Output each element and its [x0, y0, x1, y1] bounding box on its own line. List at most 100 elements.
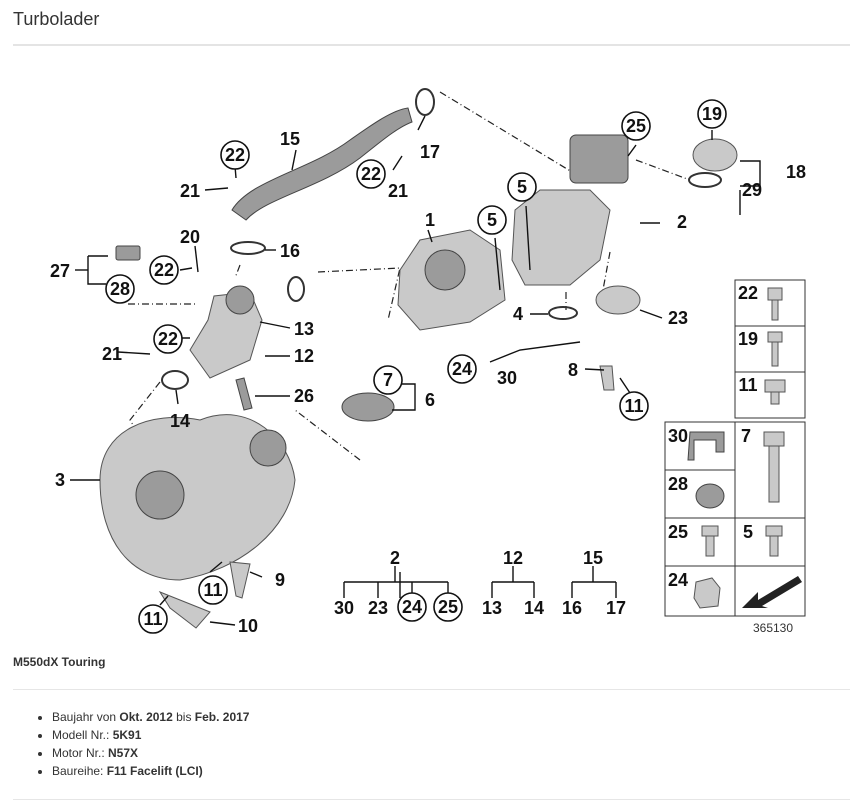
- label-22: 22: [158, 329, 178, 349]
- label-29: 29: [742, 180, 762, 200]
- label-15: 15: [280, 129, 300, 149]
- hex-nut: [693, 577, 721, 609]
- page-title: Turbolader: [13, 9, 100, 29]
- group-child-label: 25: [438, 597, 458, 617]
- screw-shank: [771, 341, 779, 367]
- hardware-label: 7: [741, 426, 751, 446]
- group-child-label: 30: [334, 598, 354, 618]
- hardware-label: 28: [668, 474, 688, 494]
- bracket: [158, 590, 211, 629]
- screw-head: [701, 525, 719, 537]
- label-18: 18: [786, 162, 806, 182]
- label-23: 23: [668, 308, 688, 328]
- label-30: 30: [497, 368, 517, 388]
- label-circle: [433, 592, 463, 622]
- label-22: 22: [361, 164, 381, 184]
- hardware-label: 19: [738, 329, 758, 349]
- label-circle: [619, 391, 649, 421]
- label-12: 12: [294, 346, 314, 366]
- bracket: [599, 365, 615, 391]
- label-24: 24: [452, 359, 472, 379]
- label-8: 8: [568, 360, 578, 380]
- label-10: 10: [238, 616, 258, 636]
- label-16: 16: [280, 241, 300, 261]
- bracket-part: [687, 431, 725, 461]
- sealing-ring: [287, 276, 305, 302]
- caption-divider: [13, 689, 850, 690]
- label-13: 13: [294, 319, 314, 339]
- label-21: 21: [388, 181, 408, 201]
- bolt-shank: [768, 445, 780, 503]
- label-1: 1: [425, 210, 435, 230]
- label-5: 5: [487, 210, 497, 230]
- bolt-head: [763, 431, 785, 447]
- group-child-label: 13: [482, 598, 502, 618]
- screw-head: [767, 287, 783, 301]
- hardware-label: 25: [668, 522, 688, 542]
- label-21: 21: [102, 344, 122, 364]
- sealing-ring: [161, 370, 189, 390]
- electric-actuator: [569, 134, 629, 184]
- recirculation-valve: [692, 138, 738, 172]
- plug-connector: [115, 245, 141, 261]
- label-14: 14: [170, 411, 190, 431]
- vacuum-line: [489, 341, 581, 363]
- label-circle: [356, 159, 386, 189]
- group-parent-label: 2: [390, 548, 400, 568]
- pressure-sensor: [235, 377, 253, 411]
- label-circle: [149, 255, 179, 285]
- label-circle: [138, 604, 168, 634]
- label-circle: [697, 99, 727, 129]
- label-circle: [153, 324, 183, 354]
- sealing-ring: [688, 172, 722, 188]
- hardware-label: 30: [668, 426, 688, 446]
- screw-shank: [769, 535, 779, 557]
- turbine-housing: [424, 249, 466, 291]
- hardware-label: 5: [743, 522, 753, 542]
- spec-engine-number: Motor Nr.: N57X: [52, 744, 249, 762]
- connection-line: [317, 267, 401, 321]
- bracket: [229, 561, 251, 599]
- vacuum-unit: [595, 285, 641, 315]
- group-child-label: 23: [368, 598, 388, 618]
- label-circle: [507, 172, 537, 202]
- bolt-shank: [770, 391, 780, 405]
- label-19: 19: [702, 104, 722, 124]
- label-circle: [397, 592, 427, 622]
- label-9: 9: [275, 570, 285, 590]
- label-3: 3: [55, 470, 65, 490]
- sealing-ring: [415, 88, 435, 116]
- label-7: 7: [383, 370, 393, 390]
- parts-diagram: 15 22 21 22 21 17 16 1 5 5 25 2 19 18 29…: [50, 88, 806, 636]
- sealing-ring: [230, 241, 266, 255]
- v-band-clamp: [341, 392, 395, 422]
- label-11: 11: [203, 580, 222, 600]
- label-21: 21: [180, 181, 200, 201]
- group-child-label: 24: [402, 597, 422, 617]
- label-20: 20: [180, 227, 200, 247]
- label-5: 5: [517, 177, 527, 197]
- label-11: 11: [143, 609, 162, 629]
- label-17: 17: [420, 142, 440, 162]
- group-child-label: 14: [524, 598, 544, 618]
- label-circle: [621, 111, 651, 141]
- grommet: [695, 483, 725, 509]
- group-child-label: 17: [606, 598, 626, 618]
- bottom-divider: [13, 799, 850, 800]
- group-child-label: 16: [562, 598, 582, 618]
- screw-head: [767, 331, 783, 343]
- label-25: 25: [626, 116, 646, 136]
- label-22: 22: [154, 260, 174, 280]
- compressor-inlet: [135, 470, 185, 520]
- group-parent-label: 15: [583, 548, 603, 568]
- spec-model-number: Modell Nr.: 5K91: [52, 726, 249, 744]
- label-6: 6: [425, 390, 435, 410]
- hardware-label: 24: [668, 570, 688, 590]
- image-number: 365130: [753, 621, 793, 635]
- arrow-icon: [742, 576, 802, 608]
- label-circle: [220, 140, 250, 170]
- label-27: 27: [50, 261, 70, 281]
- connection-line: [635, 159, 691, 181]
- label-circle: [105, 274, 135, 304]
- hardware-label: 11: [738, 375, 757, 395]
